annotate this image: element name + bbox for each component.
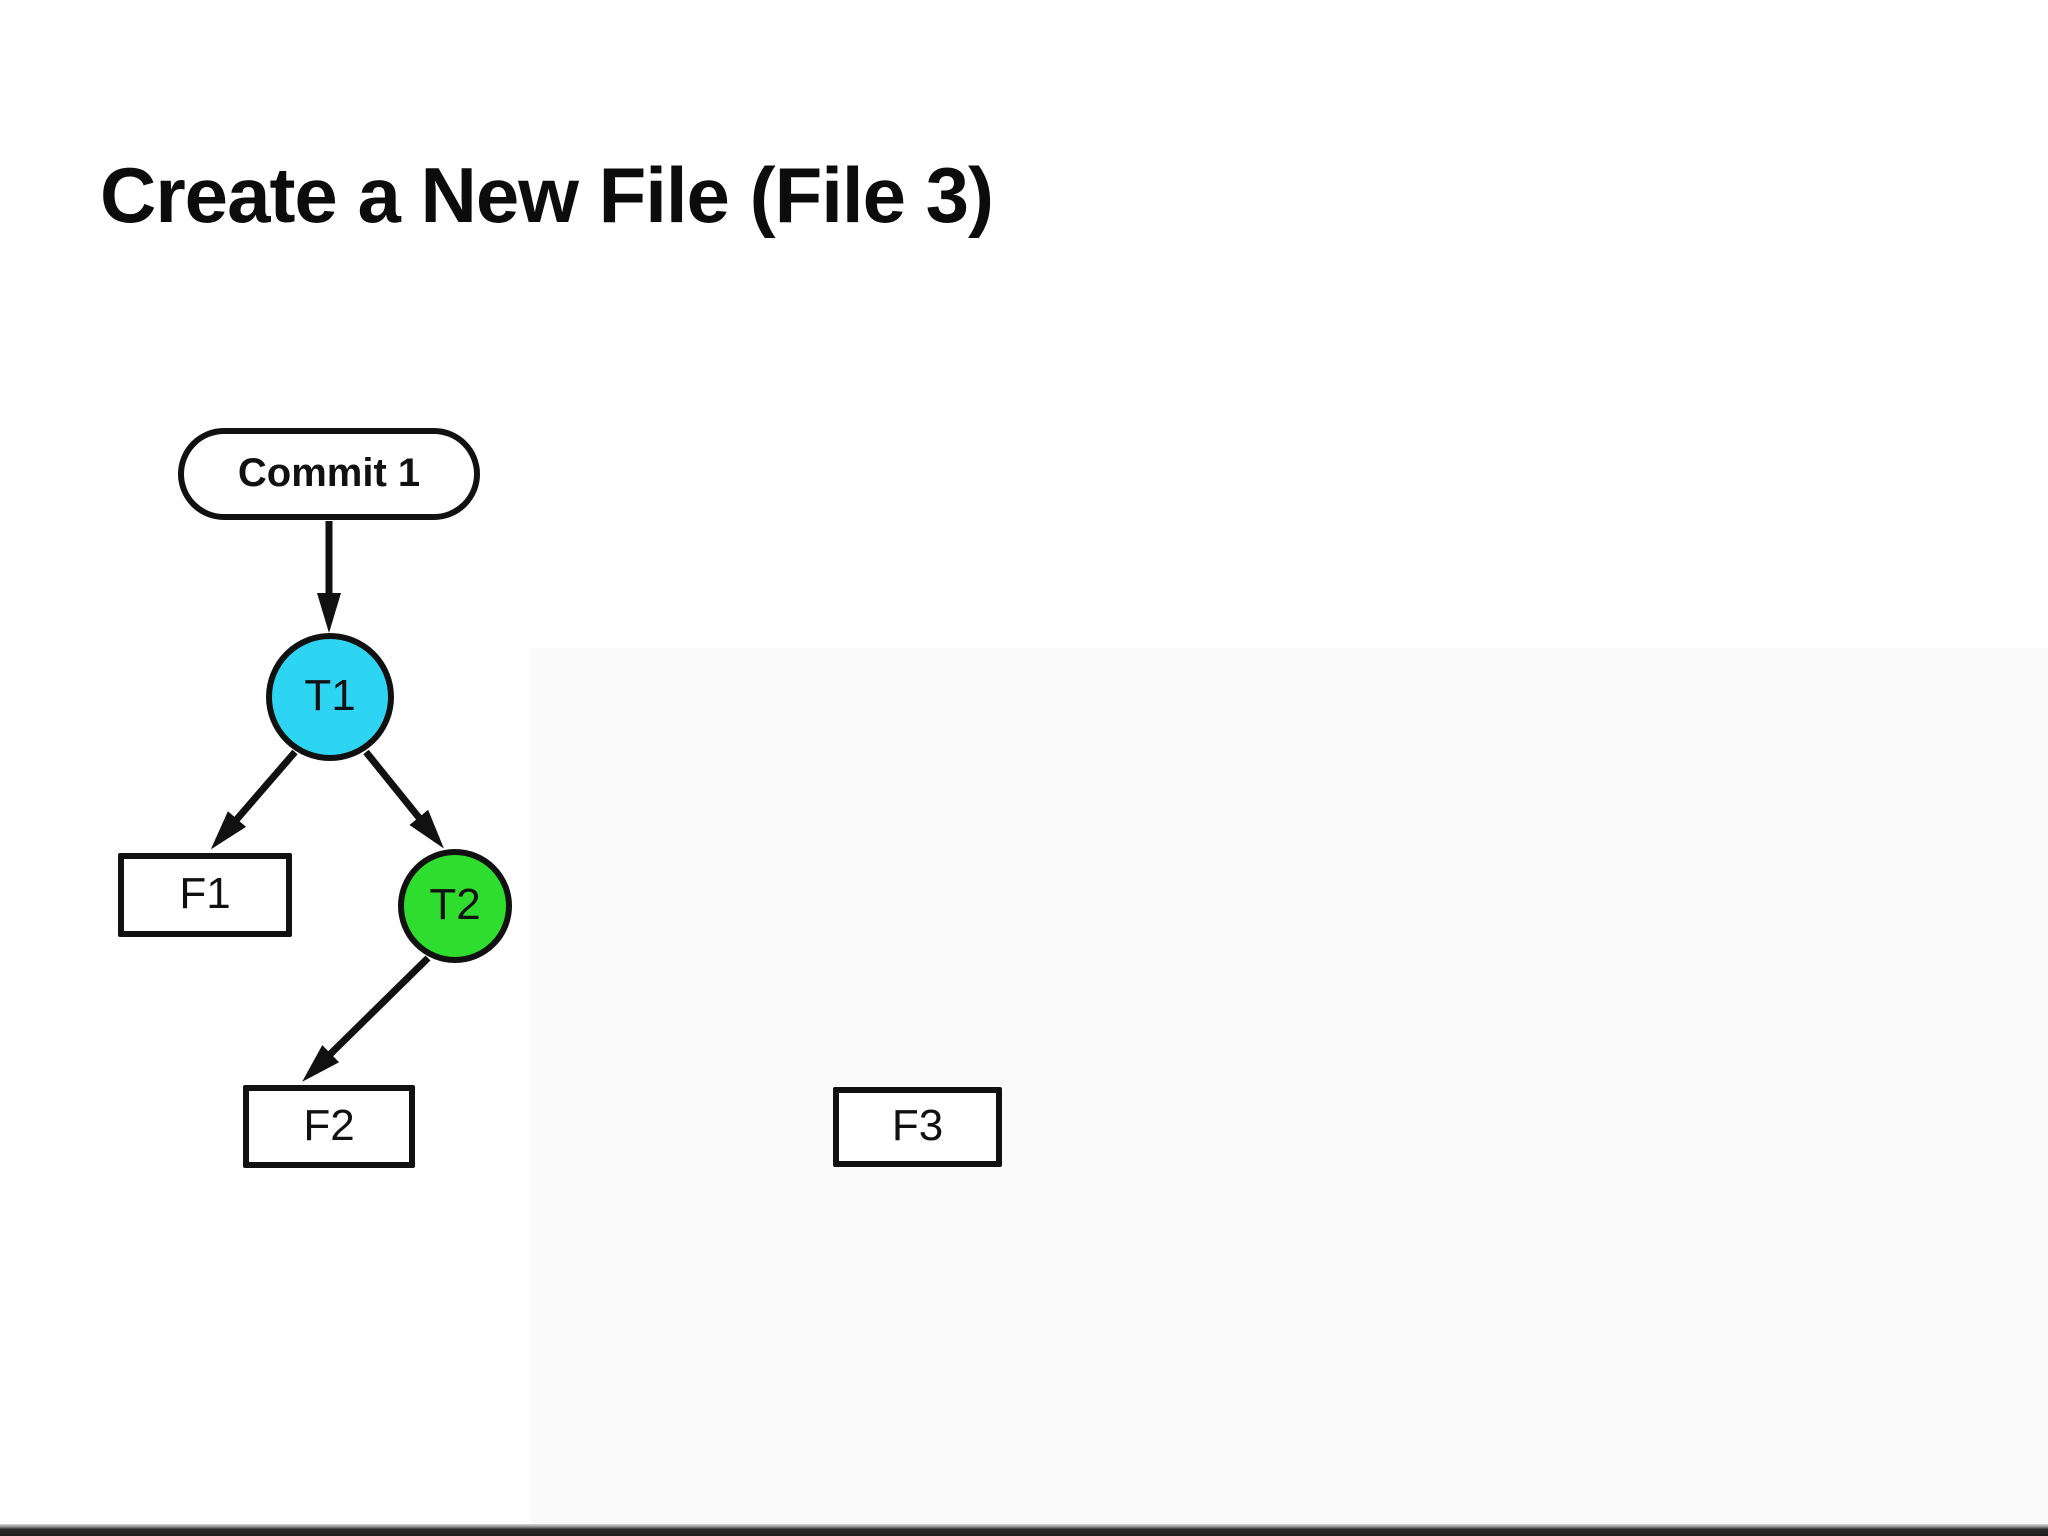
slide-title: Create a New File (File 3): [100, 151, 994, 239]
node-commit1-label: Commit 1: [237, 450, 421, 495]
node-f1-file-node: F1: [118, 853, 292, 937]
edge-t1-to-t2: [363, 749, 444, 849]
background-tint-panel: [531, 648, 2048, 1524]
node-t2-label: T2: [429, 880, 481, 929]
node-commit1-commit-node: Commit 1: [178, 428, 480, 520]
node-t1-tree-node: T1: [266, 633, 394, 761]
node-t1-label: T1: [304, 671, 356, 720]
edge-t2-to-f2: [302, 955, 431, 1082]
edge-t1-to-f1: [210, 749, 298, 850]
node-f2-file-node: F2: [243, 1085, 415, 1168]
node-f2-label: F2: [303, 1100, 355, 1150]
node-t2-tree-node: T2: [398, 849, 512, 963]
node-f1-label: F1: [179, 869, 231, 918]
node-f3-label: F3: [891, 1101, 944, 1150]
bottom-frame-bar: [0, 1524, 2048, 1536]
node-f3-file-node: F3: [833, 1087, 1002, 1167]
